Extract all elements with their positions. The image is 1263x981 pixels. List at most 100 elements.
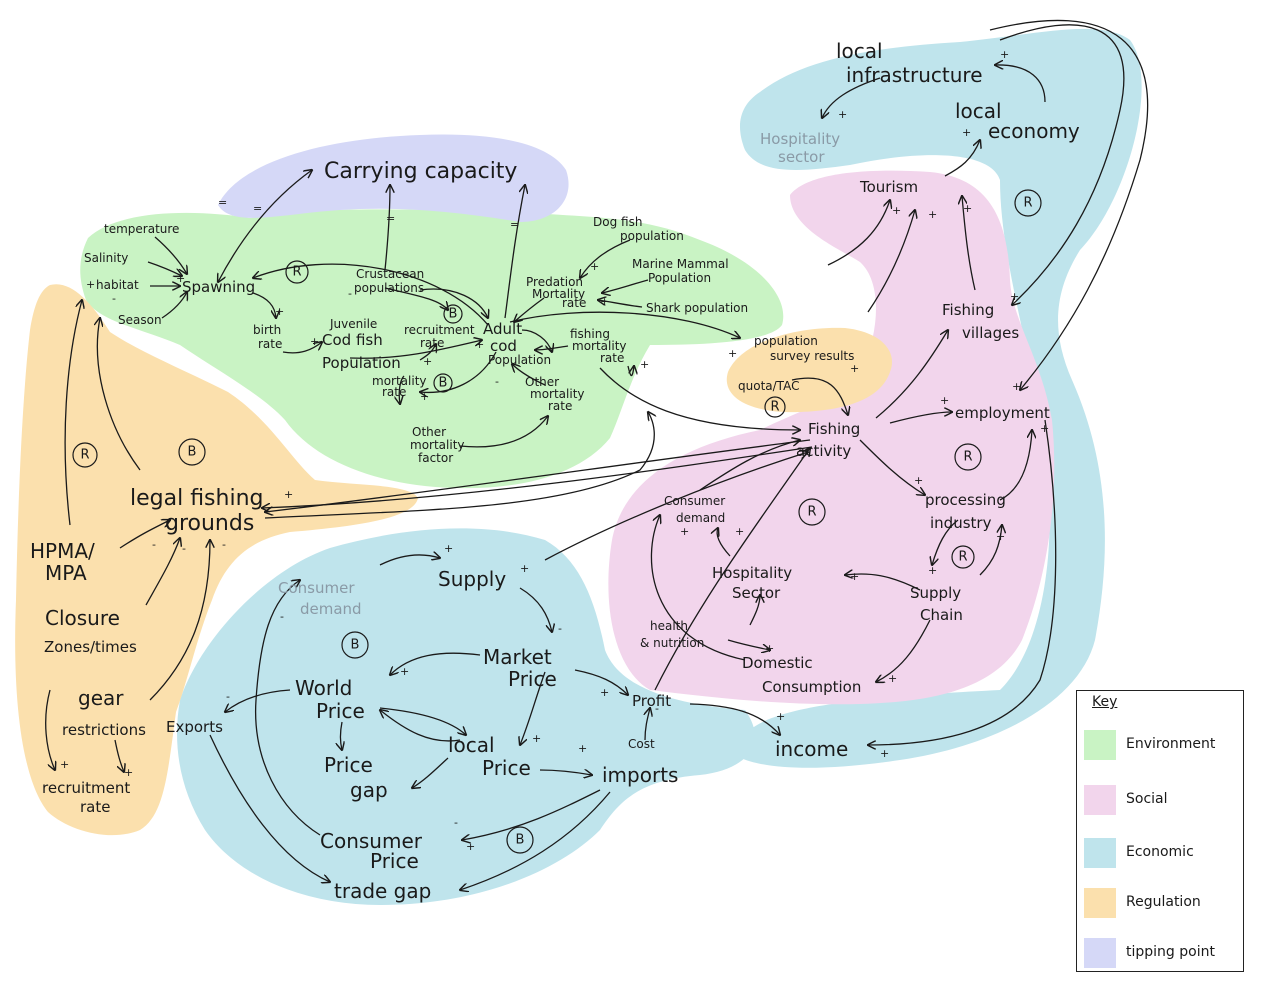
region-social <box>608 170 1055 705</box>
svg-text:restrictions: restrictions <box>62 721 146 739</box>
svg-text:activity: activity <box>796 442 851 460</box>
svg-text:+: + <box>880 747 889 760</box>
node-employment: employment <box>955 404 1050 422</box>
key-swatch-environment <box>1084 730 1116 760</box>
svg-text:+: + <box>444 542 453 555</box>
node-exports: Exports <box>166 718 223 736</box>
node-hospitality-social: Hospitality <box>712 564 792 582</box>
key-swatch-social <box>1084 785 1116 815</box>
key-swatch-regulation <box>1084 888 1116 918</box>
loop-r-employment: R <box>954 443 982 471</box>
node-cost: Cost <box>628 737 655 751</box>
svg-text:+: + <box>284 488 293 501</box>
svg-text:+: + <box>520 562 529 575</box>
node-population-survey: population <box>754 334 818 348</box>
node-fishing-activity: Fishing <box>808 420 860 438</box>
svg-text:+: + <box>420 390 429 403</box>
svg-text:Chain: Chain <box>920 606 963 624</box>
svg-text:-: - <box>112 292 116 305</box>
svg-text:+: + <box>962 126 971 139</box>
node-adult-cod: Adult <box>483 320 522 338</box>
svg-text:B: B <box>188 445 197 460</box>
svg-text:+: + <box>590 260 599 273</box>
svg-text:& nutrition: & nutrition <box>640 636 704 650</box>
key-item-social: Social <box>1084 785 1244 815</box>
node-labels: Carrying capacity temperature Salinity h… <box>30 39 1080 903</box>
svg-text:rate: rate <box>420 336 444 350</box>
svg-text:+: + <box>776 710 785 723</box>
loop-r-supply-chain: R <box>951 545 975 569</box>
svg-text:-: - <box>348 287 352 300</box>
loop-b-market: B <box>341 631 369 659</box>
svg-text:-: - <box>226 690 230 703</box>
svg-text:survey results: survey results <box>770 349 854 363</box>
svg-text:cod: cod <box>490 337 517 355</box>
svg-text:Mortality: Mortality <box>532 287 585 301</box>
svg-text:demand: demand <box>676 511 725 525</box>
svg-text:+: + <box>765 642 774 655</box>
svg-text:rate: rate <box>258 337 282 351</box>
key-item-economic: Economic <box>1084 838 1244 868</box>
svg-text:B: B <box>439 376 448 391</box>
svg-text:-: - <box>454 816 458 829</box>
loop-r-hpma: R <box>72 442 98 468</box>
svg-text:rate: rate <box>80 798 110 816</box>
svg-text:infrastructure: infrastructure <box>846 63 983 87</box>
svg-text:+: + <box>850 570 859 583</box>
key-label-social: Social <box>1126 791 1168 807</box>
svg-text:+: + <box>996 530 1005 543</box>
loop-b-trade: B <box>506 826 534 854</box>
key-label-economic: Economic <box>1126 844 1194 860</box>
node-quota: quota/TAC <box>738 379 799 393</box>
svg-text:Population: Population <box>488 353 551 367</box>
svg-text:+: + <box>600 686 609 699</box>
feedback-loop-symbols: R B B R R R R R R B B B <box>72 189 1042 854</box>
loop-r-spawning: R <box>285 260 309 284</box>
node-consumer-demand-social: Consumer <box>664 494 725 508</box>
svg-text:+: + <box>1040 422 1049 435</box>
svg-text:sector: sector <box>778 148 825 166</box>
key-item-environment: Environment <box>1084 730 1244 760</box>
svg-text:Zones/times: Zones/times <box>44 638 137 656</box>
svg-text:mortality: mortality <box>530 387 585 401</box>
node-season: Season <box>118 313 162 327</box>
svg-text:+: + <box>423 355 432 368</box>
svg-text:+: + <box>124 766 133 779</box>
node-predation: Predation <box>526 275 583 289</box>
svg-text:rate: rate <box>562 296 586 310</box>
node-local-economy: local <box>955 99 1002 123</box>
svg-text:+: + <box>680 525 689 538</box>
svg-text:-: - <box>280 610 284 623</box>
svg-text:mortality: mortality <box>572 339 627 353</box>
node-salinity: Salinity <box>84 251 128 265</box>
svg-text:=: = <box>386 212 395 225</box>
svg-text:+: + <box>963 202 972 215</box>
svg-text:R: R <box>958 550 967 565</box>
loop-b-mortality: B <box>433 373 453 393</box>
node-marine-mammal: Marine Mammal <box>632 257 729 271</box>
node-juvenile: Juvenile <box>329 317 377 331</box>
svg-text:+: + <box>928 564 937 577</box>
svg-text:R: R <box>80 448 89 463</box>
svg-text:rate: rate <box>600 351 624 365</box>
node-consumer-demand-econ: Consumer <box>278 579 355 597</box>
key-swatch-tipping-point <box>1084 938 1116 968</box>
svg-text:-: - <box>152 538 156 551</box>
node-other-mortality-factor: Other <box>412 425 446 439</box>
svg-text:R: R <box>292 265 301 280</box>
svg-text:Price: Price <box>508 667 557 691</box>
svg-text:R: R <box>1023 196 1032 211</box>
svg-text:+: + <box>532 732 541 745</box>
svg-text:+: + <box>275 305 284 318</box>
node-mortality-rate: mortality <box>372 374 427 388</box>
node-crustacean: Crustacean <box>356 267 424 281</box>
node-imports: imports <box>602 763 678 787</box>
node-income: income <box>775 737 848 761</box>
node-fishing-mortality: fishing <box>570 327 610 341</box>
svg-text:=: = <box>218 196 227 209</box>
svg-text:-: - <box>495 375 499 388</box>
node-domestic: Domestic <box>742 654 813 672</box>
svg-text:demand: demand <box>300 600 362 618</box>
node-fishing-villages: Fishing <box>942 301 994 319</box>
